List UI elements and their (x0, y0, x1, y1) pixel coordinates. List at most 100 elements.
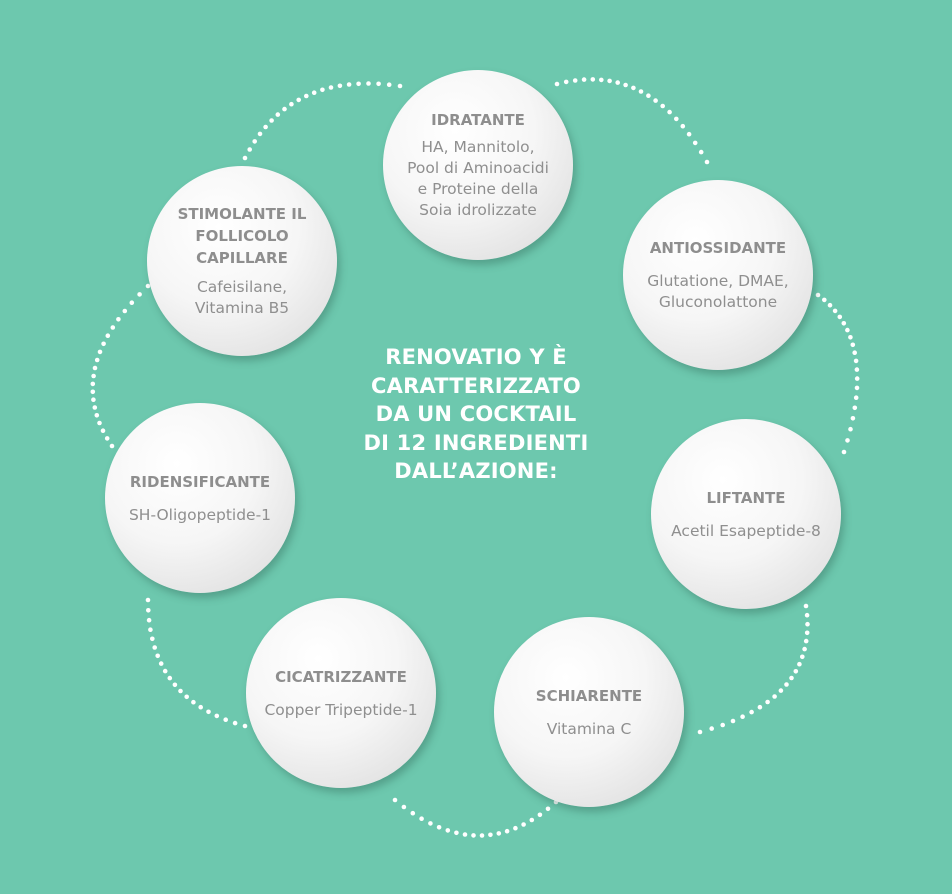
connector-dot (445, 828, 451, 833)
connector-dot (852, 350, 857, 356)
connector-dot (720, 722, 725, 728)
connector-dot (282, 106, 287, 112)
connector-dot (854, 376, 860, 381)
connector-dot (320, 87, 325, 93)
node-cicatrizzante-body: Copper Tripeptide-1 (264, 700, 418, 719)
connector-dot (803, 603, 809, 609)
connector-dot (631, 85, 636, 91)
connector-dot (346, 82, 352, 87)
connector-dot (94, 413, 100, 418)
connector-dot (638, 89, 644, 94)
connector-dot (800, 654, 805, 660)
connector-dot (802, 646, 807, 652)
node-idratante: IDRATANTE HA, Mannitolo, Pool di Aminoac… (383, 70, 573, 260)
connector-dot (392, 797, 398, 803)
connector-dot (749, 709, 754, 715)
connector-dot (178, 688, 183, 694)
node-schiarente: SCHIARENTE Vitamina C (494, 617, 684, 807)
connector-dot (778, 688, 784, 693)
connector-dot (653, 98, 658, 103)
connector-dot (680, 123, 686, 129)
connector-dot (109, 443, 115, 449)
node-antiossidante-title: ANTIOSSIDANTE (649, 239, 787, 257)
connector-dot (146, 608, 151, 613)
connector-dot (232, 720, 238, 726)
connector-dot (401, 804, 407, 810)
connector-dot (554, 81, 560, 87)
connector-dot (90, 381, 96, 387)
connector-dot (150, 636, 155, 642)
connector-dot (793, 669, 799, 674)
connector-dot (841, 449, 847, 455)
node-ridensificante-title: RIDENSIFICANTE (129, 472, 271, 491)
connector-dot (158, 661, 164, 666)
connector-dot (328, 85, 334, 90)
connector-dot (289, 101, 294, 107)
node-stimolante: STIMOLANTE IL FOLLICOLO CAPILLARE Cafeis… (147, 166, 337, 356)
connector-dot (765, 699, 770, 705)
connector-dot (242, 723, 248, 729)
connector-dot (148, 627, 153, 632)
connector-dot (805, 621, 810, 627)
connector-dot (110, 325, 116, 330)
connector-dot (496, 831, 502, 836)
connector-dot (479, 833, 485, 838)
connector-dot (462, 832, 468, 837)
connector-dot (304, 93, 309, 99)
connector-dot (563, 79, 569, 85)
connector-dot (275, 112, 281, 117)
connector-dot (90, 389, 96, 395)
connector-dot (296, 97, 302, 103)
connector-dot (100, 428, 106, 434)
connector-dot (837, 314, 843, 320)
node-idratante-title: IDRATANTE (431, 111, 525, 129)
connector-dot (850, 416, 856, 421)
connector-dot (848, 335, 853, 340)
node-antiossidante-body: Glutatione, DMAE, Gluconolattone (647, 272, 789, 311)
connector-dot (105, 333, 111, 339)
connector-dot (697, 729, 703, 735)
connector-dot (214, 713, 220, 719)
connector-dot (730, 718, 736, 724)
connector-dot (513, 825, 518, 831)
connector-dot (854, 385, 860, 391)
connector-dot (581, 77, 587, 82)
connector-dot (92, 405, 98, 410)
connector-dot (674, 116, 679, 122)
connector-dot (504, 828, 510, 834)
node-schiarente-title: SCHIARENTE (535, 686, 643, 705)
node-stimolante-title: STIMOLANTE IL FOLLICOLO CAPILLARE (177, 205, 307, 267)
node-liftante-title: LIFTANTE (706, 488, 786, 507)
connector-dot (436, 825, 442, 830)
connector-dot (537, 812, 543, 818)
connector-dot (623, 82, 628, 88)
connector-dot (162, 668, 168, 674)
connector-dot (242, 155, 248, 161)
connector-dot (145, 597, 151, 603)
connector-dot (122, 308, 128, 314)
dotted-connectors (90, 77, 860, 838)
node-liftante: LIFTANTE Acetil Esapeptide-8 (651, 419, 841, 609)
connector-dot (94, 357, 100, 363)
connector-dot (845, 327, 850, 333)
connector-dot (206, 709, 211, 715)
connector-dot (853, 395, 859, 401)
connector-dot (167, 675, 173, 681)
connector-dot (337, 83, 343, 89)
connector-dot (152, 645, 157, 650)
connector-dot (311, 90, 317, 95)
connector-dot (91, 397, 96, 403)
connector-dot (852, 405, 858, 411)
connector-dot (454, 830, 459, 836)
connector-dot (97, 349, 103, 355)
connector-dot (521, 822, 526, 827)
connector-dot (667, 109, 672, 115)
node-cicatrizzante-title: CICATRIZZANTE (275, 667, 407, 686)
connector-dot (137, 292, 142, 297)
connector-dot (804, 612, 810, 618)
connector-dot (397, 83, 403, 89)
node-ridensificante: RIDENSIFICANTE SH-Oligopeptide-1 (105, 403, 295, 593)
connector-dot (804, 630, 810, 636)
connector-dot (116, 317, 121, 322)
